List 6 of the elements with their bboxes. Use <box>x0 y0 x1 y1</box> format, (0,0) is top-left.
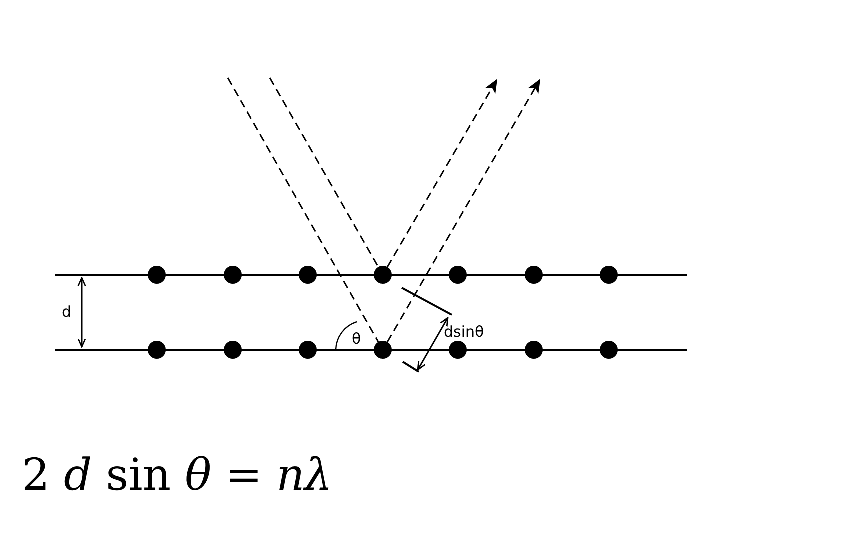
ray-arrow <box>386 79 541 343</box>
ray-arrow <box>386 79 498 268</box>
angle-label: θ <box>352 330 362 349</box>
dimension-label: d <box>62 303 72 322</box>
bragg-equation: 2 d sin θ = nλ <box>22 449 333 503</box>
path-difference-label: dsinθ <box>444 323 484 342</box>
